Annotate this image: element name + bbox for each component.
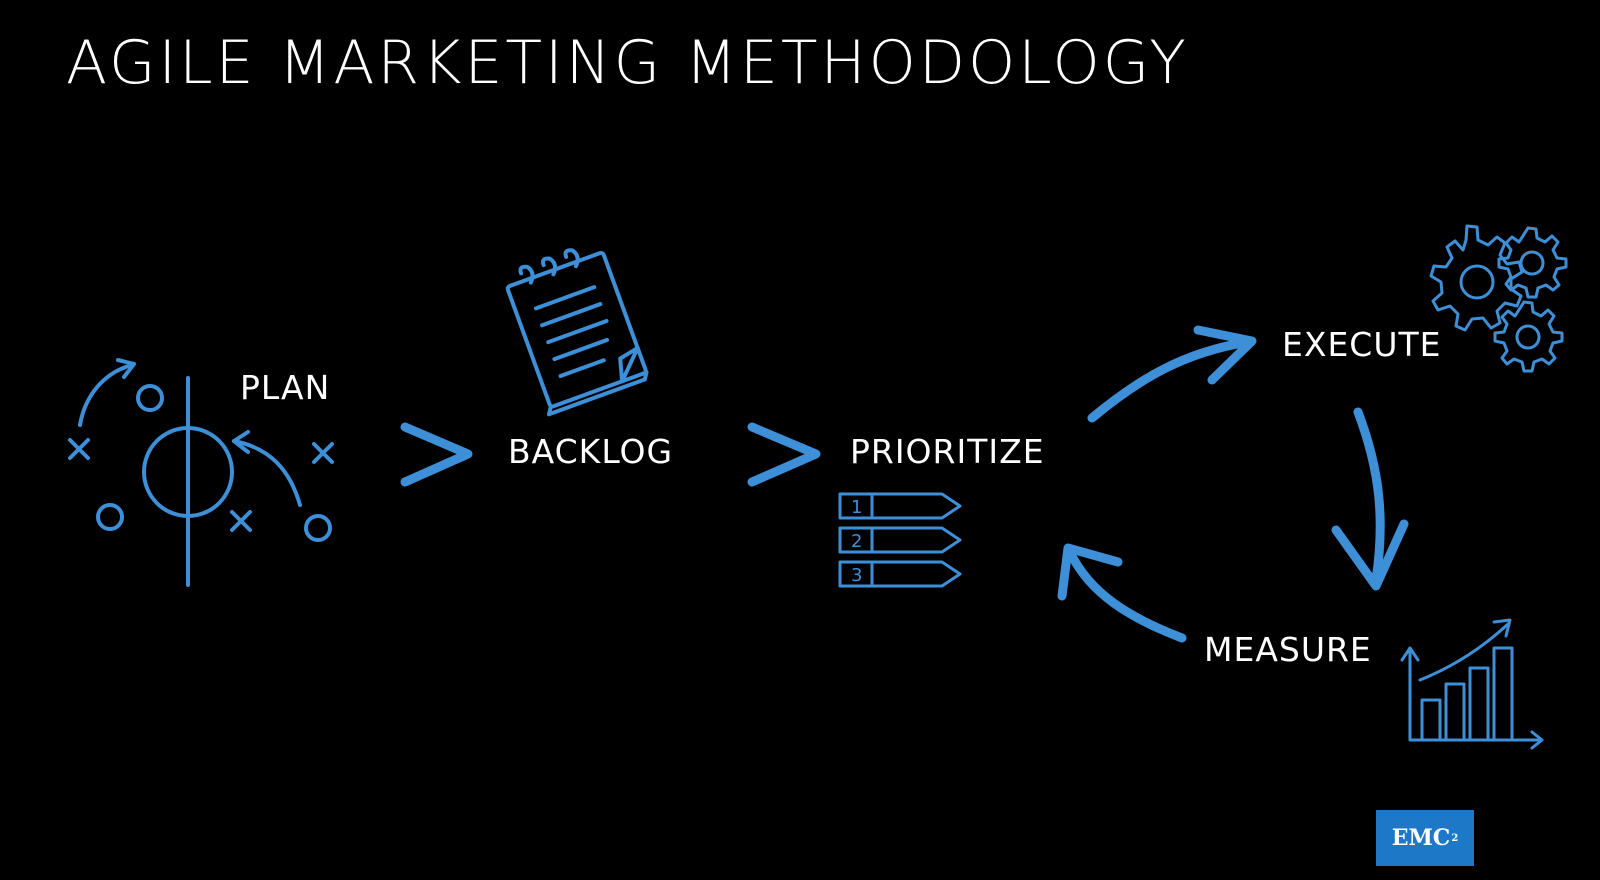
step-label-measure: MEASURE (1204, 630, 1372, 669)
arrow-to-execute-icon (1087, 325, 1257, 423)
priority-number-1: 1 (851, 497, 862, 518)
chevron-right-icon (400, 422, 473, 487)
playbook-icon (68, 358, 334, 587)
priority-list-icon (838, 492, 962, 588)
priority-number-3: 3 (851, 565, 862, 586)
gears-icon (1429, 224, 1568, 373)
priority-tag (838, 560, 962, 588)
priority-number-2: 2 (851, 531, 862, 552)
notepad-icon (505, 248, 649, 417)
logo-superscript: 2 (1451, 832, 1459, 844)
step-label-execute: EXECUTE (1282, 325, 1442, 364)
arrow-to-measure-icon (1331, 407, 1409, 591)
priority-tag (838, 492, 962, 520)
arrow-to-prioritize-icon (1057, 543, 1187, 643)
page-title: AGILE MARKETING METHODOLOGY (66, 28, 1189, 98)
step-label-plan: PLAN (240, 368, 331, 407)
chevron-right-icon (747, 422, 821, 487)
priority-tag (838, 526, 962, 554)
logo-text: EMC (1391, 825, 1451, 851)
step-label-prioritize: PRIORITIZE (850, 432, 1045, 471)
step-label-backlog: BACKLOG (508, 432, 674, 471)
bar-chart-growth-icon (1400, 618, 1544, 750)
